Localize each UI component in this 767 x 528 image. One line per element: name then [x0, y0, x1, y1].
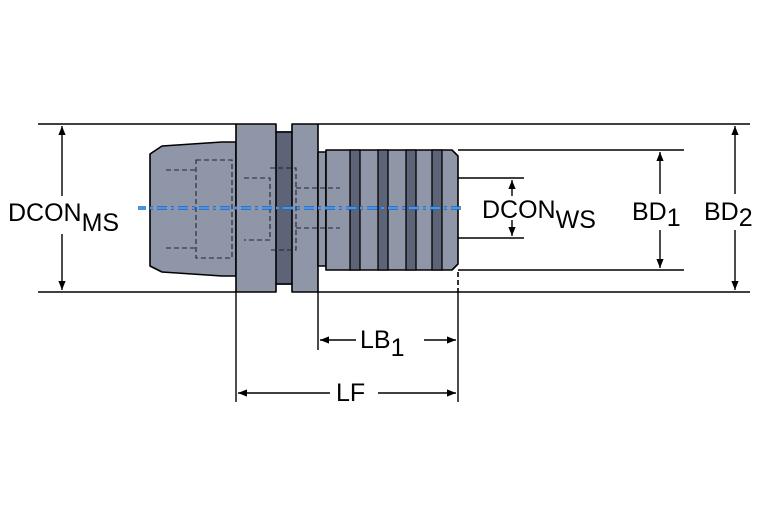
label-lf-main: LF — [336, 379, 365, 407]
hidden-bore-step — [270, 167, 297, 251]
hidden-bore-inner — [296, 187, 340, 229]
label-backgrounds — [6, 194, 762, 234]
label-bd2: BD2 — [704, 198, 753, 232]
label-dcon-ms-main: DCON — [8, 199, 82, 227]
label-dcon-ms-sub: MS — [82, 209, 120, 237]
label-dcon-ws: DCONWS — [482, 196, 596, 234]
bd2-label-bg — [702, 194, 762, 230]
hidden-shank-bore — [195, 159, 233, 259]
label-bd2-sub: 2 — [739, 204, 753, 232]
label-bd1-sub: 1 — [667, 204, 681, 232]
label-lb1: LB1 — [360, 326, 405, 362]
groove-3 — [405, 149, 417, 271]
bd1-label-bg — [630, 194, 686, 230]
label-dcon-ms: DCONMS — [8, 199, 119, 237]
groove-2 — [377, 149, 389, 271]
label-dcon-ws-main: DCON — [482, 196, 556, 224]
label-dcon-ws-sub: WS — [556, 206, 596, 234]
label-bd1: BD1 — [632, 198, 681, 232]
groove-4 — [431, 149, 443, 271]
body-grooves — [349, 149, 443, 271]
dcon-ms-label-bg — [6, 196, 138, 234]
groove-1 — [349, 149, 361, 271]
hidden-lines — [166, 159, 340, 259]
label-bd2-main: BD — [704, 198, 739, 226]
hidden-shank-inner — [166, 169, 196, 249]
label-bd1-main: BD — [632, 198, 667, 226]
label-lb1-main: LB — [360, 326, 391, 354]
extension-lines — [38, 123, 750, 402]
label-lf: LF — [336, 379, 365, 407]
label-lb1-sub: 1 — [391, 334, 405, 362]
